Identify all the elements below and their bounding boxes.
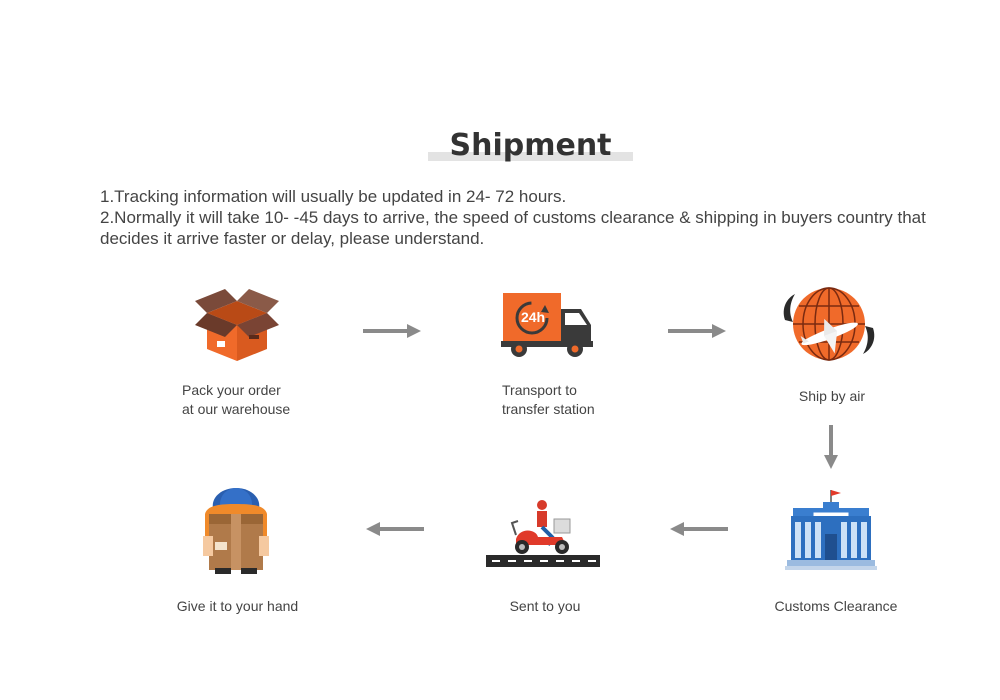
box-icon — [195, 289, 279, 361]
arrow-left-icon — [670, 522, 728, 536]
step-hand-label: Give it to your hand — [176, 598, 299, 614]
title-block: Shipment — [428, 128, 633, 164]
step-pack: Pack your order at our warehouse — [170, 280, 320, 430]
step-air-label: Ship by air — [798, 388, 866, 404]
shipping-info: 1.Tracking information will usually be u… — [100, 186, 970, 249]
title-underline — [428, 152, 633, 161]
globe-plane-icon — [783, 287, 875, 361]
step-transport: 24h Transport to transfer station — [495, 285, 635, 435]
customs-building-icon — [785, 490, 877, 570]
truck-icon — [501, 293, 593, 357]
page-title: Shipment — [449, 128, 612, 163]
delivery-person-icon — [203, 488, 269, 574]
arrow-right-icon — [363, 324, 421, 338]
info-line-2: 2.Normally it will take 10- -45 days to … — [100, 208, 926, 248]
info-line-1: 1.Tracking information will usually be u… — [100, 187, 567, 206]
step-pack-label: Pack your order at our warehouse — [182, 382, 291, 417]
step-sent: Sent to you — [480, 495, 610, 620]
24h-badge: 24h — [520, 309, 546, 325]
arrow-right-icon — [668, 324, 726, 338]
step-hand: Give it to your hand — [165, 484, 310, 619]
step-transport-label: Transport to transfer station — [502, 382, 595, 417]
scooter-delivery-icon — [486, 500, 600, 567]
arrow-down-icon — [824, 425, 838, 469]
step-air: Ship by air — [775, 282, 895, 412]
arrow-left-icon — [366, 522, 424, 536]
step-sent-label: Sent to you — [509, 598, 581, 614]
step-customs-label: Customs Clearance — [774, 598, 898, 614]
step-customs: Customs Clearance — [765, 488, 910, 618]
